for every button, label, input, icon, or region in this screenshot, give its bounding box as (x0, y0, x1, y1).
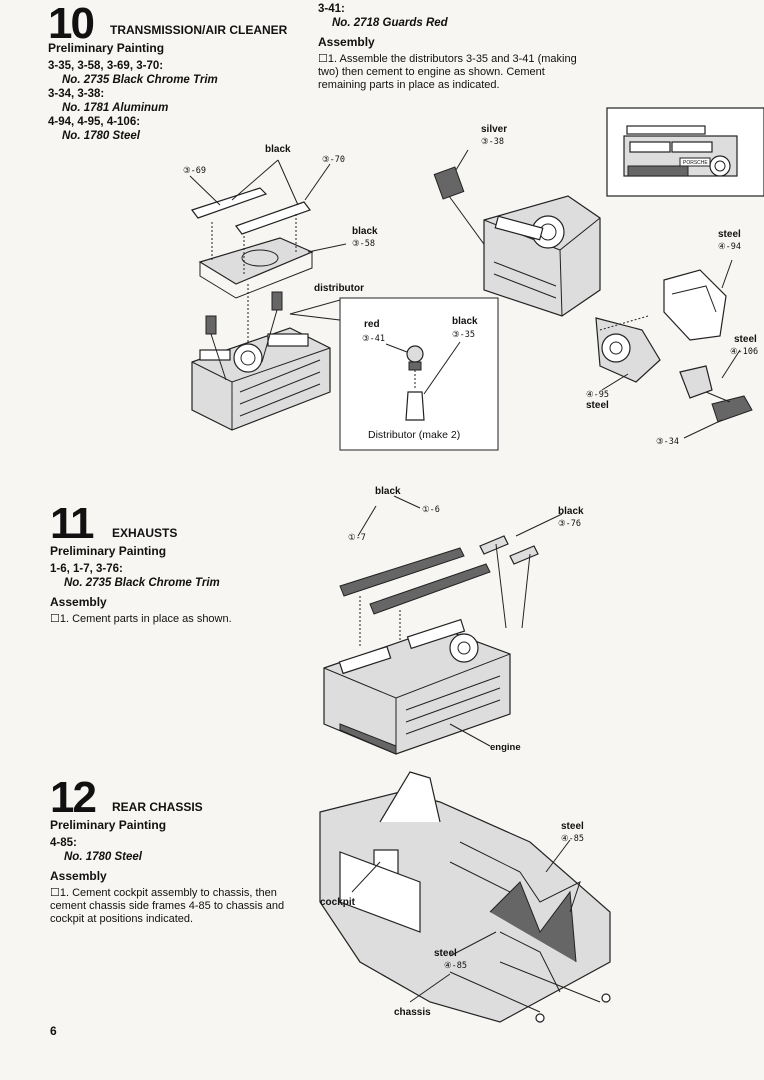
engine-with-transmission (433, 149, 753, 439)
ref-3-58: ③-58 (352, 239, 375, 249)
label-distributor: distributor (314, 283, 364, 294)
step-12-instruction: ☐1. Cement cockpit assembly to chassis, … (50, 887, 285, 925)
distributor-caption: Distributor (make 2) (368, 429, 460, 441)
distributor-callout-box (339, 297, 499, 451)
label-black-35: black (452, 316, 478, 327)
label-black-top: black (375, 486, 401, 497)
label-chassis: chassis (394, 1007, 431, 1018)
engine-assembly (323, 618, 511, 755)
ref-4-106: ④-106 (730, 347, 758, 357)
step-12-paint-list: 4-85: No. 1780 Steel (50, 836, 300, 864)
inset-badge: PORSCHE (683, 160, 708, 166)
label-black-58: black (352, 226, 378, 237)
label-black-top: black (265, 144, 291, 155)
engine-inset-thumbnail: PORSCHE (606, 107, 764, 197)
step-10-assembly-heading: Assembly (318, 35, 375, 49)
step-12-assembly-heading: Assembly (50, 869, 107, 883)
label-engine: engine (490, 742, 521, 753)
step-12-prelim-heading: Preliminary Painting (50, 818, 167, 832)
exhaust-pipes (339, 495, 563, 660)
ref-3-35: ③-35 (452, 330, 475, 340)
label-steel-95: steel (586, 400, 609, 411)
step-12-number: 12 (50, 773, 97, 822)
label-steel-bottom: steel (434, 948, 457, 959)
label-silver: silver (481, 124, 507, 135)
air-cleaner-lid-parts (189, 159, 347, 299)
label-steel-top: steel (561, 821, 584, 832)
step-10-instruction: ☐1. Assemble the distributors 3-35 and 3… (318, 53, 577, 91)
step-10-paint-list-continued: 3-41: No. 2718 Guards Red (318, 2, 578, 30)
chassis-assembly (319, 771, 611, 1023)
label-steel-106: steel (734, 334, 757, 345)
step-10-diagram: PORSCHE black ③-69 ③-70 black ③-58 (183, 107, 764, 451)
step-11-paint-list: 1-6, 1-7, 3-76: No. 2735 Black Chrome Tr… (50, 562, 300, 590)
paint-color: No. 2735 Black Chrome Trim (62, 74, 218, 86)
paint-color: No. 1781 Aluminum (62, 102, 169, 114)
step-11-title: EXHAUSTS (112, 526, 178, 540)
ref-3-41: ③-41 (362, 334, 385, 344)
step-10-paint-list: 3-35, 3-58, 3-69, 3-70: No. 2735 Black C… (48, 59, 298, 143)
ref-4-85-top: ④-85 (561, 834, 584, 844)
paint-parts: 3-35, 3-58, 3-69, 3-70: (48, 60, 164, 72)
step-11-diagram: black ①-6 ①-7 black ③-76 engine (323, 486, 584, 755)
step-10-prelim-heading: Preliminary Painting (48, 41, 165, 55)
paint-color: No. 2718 Guards Red (332, 17, 448, 29)
ref-4-94: ④-94 (718, 242, 741, 252)
paint-color: No. 1780 Steel (64, 851, 142, 863)
engine-block-lower (191, 284, 331, 431)
step-10-number: 10 (48, 0, 95, 48)
paint-parts: 1-6, 1-7, 3-76: (50, 563, 123, 575)
ref-3-69: ③-69 (183, 166, 206, 176)
ref-1-7: ①-7 (348, 533, 366, 543)
page-number: 6 (50, 1024, 57, 1038)
paint-parts: 4-85: (50, 837, 77, 849)
ref-4-85-bottom: ④-85 (444, 961, 467, 971)
ref-3-34: ③-34 (656, 437, 679, 447)
label-cockpit: cockpit (320, 897, 356, 908)
paint-parts: 3-34, 3-38: (48, 88, 105, 100)
label-red: red (364, 319, 380, 330)
paint-parts: 4-94, 4-95, 4-106: (48, 116, 141, 128)
label-black-76: black (558, 506, 584, 517)
ref-3-76: ③-76 (558, 519, 581, 529)
paint-color: No. 1780 Steel (62, 130, 140, 142)
step-11-number: 11 (50, 499, 94, 548)
step-11-instruction: ☐1. Cement parts in place as shown. (50, 613, 232, 625)
paint-parts: 3-41: (318, 3, 345, 15)
step-11-assembly-heading: Assembly (50, 595, 107, 609)
ref-3-38: ③-38 (481, 137, 504, 147)
ref-1-6: ①-6 (422, 505, 440, 515)
step-12-diagram: steel ④-85 cockpit steel ④-85 chassis (319, 771, 611, 1023)
ref-4-95: ④-95 (586, 390, 609, 400)
step-12-title: REAR CHASSIS (112, 800, 203, 814)
step-10-title: TRANSMISSION/AIR CLEANER (110, 23, 288, 37)
ref-3-70: ③-70 (322, 155, 345, 165)
paint-color: No. 2735 Black Chrome Trim (64, 577, 220, 589)
label-steel-94: steel (718, 229, 741, 240)
step-11-prelim-heading: Preliminary Painting (50, 544, 167, 558)
